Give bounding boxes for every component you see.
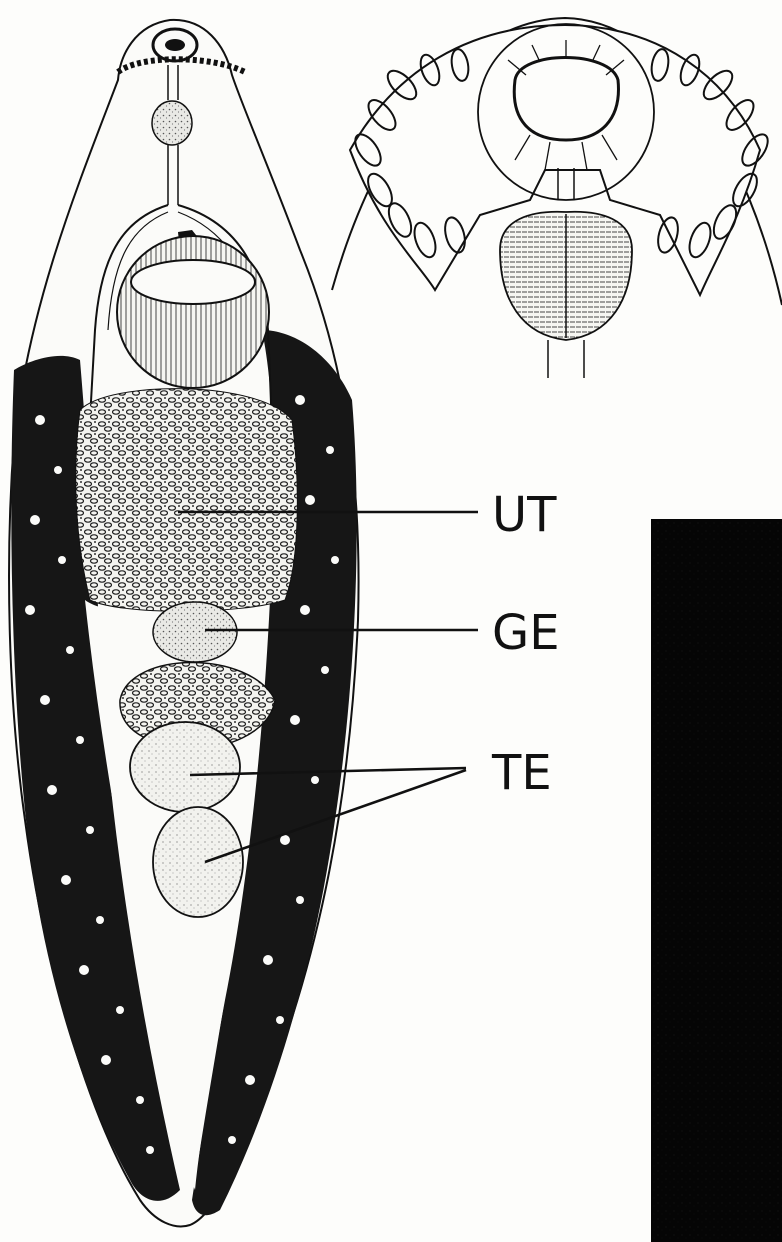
worm-body (9, 20, 359, 1227)
label-te: TE (491, 745, 552, 801)
pharynx (152, 101, 192, 145)
testis-posterior (153, 807, 243, 917)
germarium (153, 602, 237, 662)
label-ge: GE (492, 605, 560, 661)
ventral-sucker (117, 236, 269, 388)
testis-anterior (130, 722, 240, 812)
label-ut: UT (492, 487, 557, 543)
head-detail-inset (332, 18, 782, 378)
dark-panel (651, 519, 782, 1242)
uterus (76, 389, 298, 612)
